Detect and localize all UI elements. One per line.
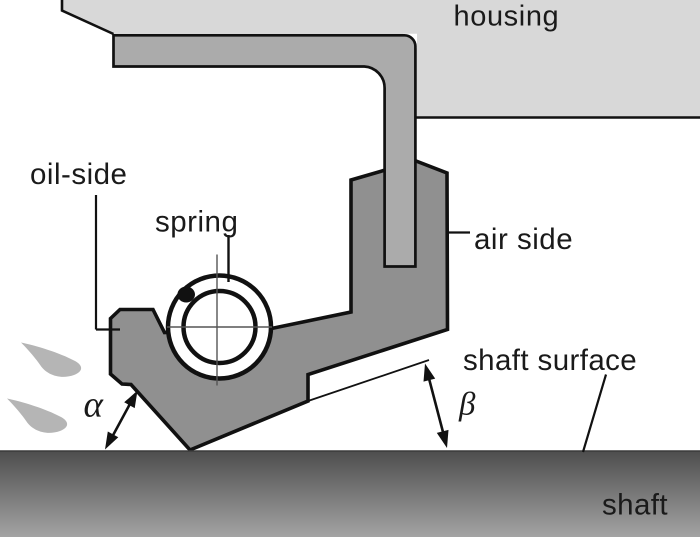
svg-text:α: α: [84, 385, 105, 426]
svg-text:oil-side: oil-side: [30, 158, 127, 191]
svg-text:shaft: shaft: [602, 489, 668, 522]
svg-text:shaft surface: shaft surface: [463, 344, 637, 377]
svg-text:air side: air side: [474, 223, 573, 256]
svg-text:spring: spring: [155, 206, 238, 239]
svg-text:housing: housing: [454, 1, 560, 33]
svg-text:β: β: [458, 387, 476, 423]
